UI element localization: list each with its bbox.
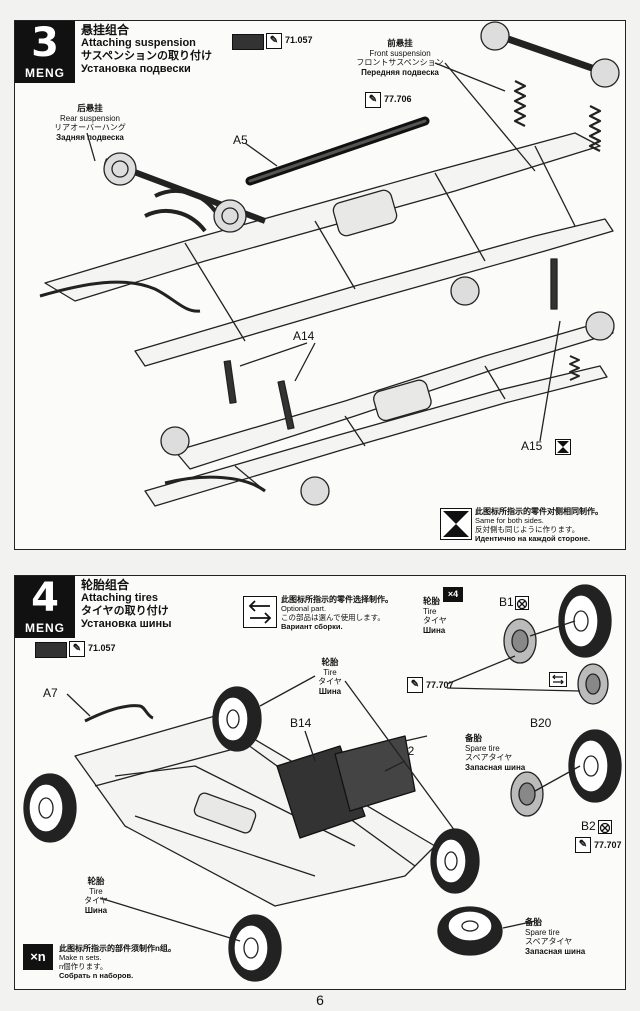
- step-3-title-ru: Установка подвески: [81, 63, 191, 75]
- step-4-number: 4: [31, 575, 59, 621]
- optional-part-small-icon: [549, 672, 567, 687]
- front-suspension-label: 前悬挂 Front suspension フロントサスペンション Передня…: [356, 38, 444, 77]
- step-4-badge: 4 MENG: [15, 576, 75, 638]
- optional-part-icon: [243, 596, 277, 628]
- step-4-brand: MENG: [25, 621, 65, 635]
- step-4-panel: 4 MENG 轮胎组合 Attaching tires タイヤの取り付け Уст…: [14, 575, 626, 990]
- make-n-sets-note: 此图标所指示的部件须制作n组。 Make n sets. n個作ります。 Соб…: [59, 944, 176, 980]
- paint-code-main: 71.057: [285, 35, 313, 45]
- part-label-a14: A14: [293, 329, 315, 343]
- paint-code-wheel-1: 77.707: [426, 680, 454, 690]
- part-label-b20: B20: [530, 716, 552, 730]
- step-4-titles: 轮胎组合 Attaching tires タイヤの取り付け Установка …: [81, 579, 172, 631]
- step-4-title-ru: Установка шины: [81, 618, 172, 630]
- spare-tire-label-top: 备胎 Spare tire スペアタイヤ Запасная шина: [465, 733, 526, 772]
- part-label-a15: A15: [521, 439, 543, 453]
- part-label-b14: B14: [290, 716, 312, 730]
- brush-icon: ✎: [365, 92, 381, 108]
- step-4-title-cn: 轮胎组合: [81, 578, 130, 592]
- step-3-badge: 3 MENG: [15, 21, 75, 83]
- paint-code-wheel-2: 77.707: [594, 840, 622, 850]
- page-number: 6: [316, 992, 324, 1008]
- paint-code-shaft: 77.706: [384, 94, 412, 104]
- tire-label-chassis: 轮胎 Tire タイヤ Шина: [318, 657, 342, 696]
- make-n-sets-icon: ×n: [23, 944, 53, 970]
- rear-suspension-label: 后悬挂 Rear suspension リアオーバーハング Задняя под…: [54, 103, 126, 142]
- paint-swatch: [35, 642, 67, 658]
- step-3-title-cn: 悬挂组合: [81, 23, 130, 37]
- brush-icon: ✎: [69, 641, 85, 657]
- part-label-a7: A7: [43, 686, 58, 700]
- same-both-sides-note: 此图标所指示的零件对侧相同制作。 Same for both sides. 反対…: [475, 507, 603, 543]
- same-both-sides-legend-icon: [440, 508, 472, 540]
- step-3-titles: 悬挂组合 Attaching suspension サスペンションの取り付け У…: [81, 24, 212, 76]
- step-4-title-en: Attaching tires: [81, 592, 159, 604]
- same-both-sides-icon: [555, 439, 571, 455]
- step-4-chassis-illustration: [23, 584, 622, 982]
- glue-free-icon: [598, 820, 612, 834]
- optional-part-note: 此图标所指示的零件选择制作。 Optional part. この部品は選んで使用…: [281, 595, 393, 631]
- step-4-title-jp: タイヤの取り付け: [81, 605, 169, 617]
- step-3-number: 3: [31, 20, 59, 66]
- part-label-a5: A5: [233, 133, 248, 147]
- part-label-b1: B1: [499, 595, 514, 609]
- glue-free-icon: [515, 596, 529, 610]
- brush-icon: ✎: [266, 33, 282, 49]
- step-3-brand: MENG: [25, 66, 65, 80]
- paint-swatch: [232, 34, 264, 50]
- quantity-badge: ×4: [443, 587, 463, 602]
- spare-tire-label-bottom: 备胎 Spare tire スペアタイヤ Запасная шина: [525, 917, 586, 956]
- tire-label-left: 轮胎 Tire タイヤ Шина: [84, 876, 108, 915]
- part-label-b2: B2: [581, 819, 596, 833]
- brush-icon: ✎: [407, 677, 423, 693]
- step-3-title-en: Attaching suspension: [81, 37, 196, 49]
- step-3-chassis-illustration: [39, 21, 620, 507]
- step-3-title-jp: サスペンションの取り付け: [81, 50, 213, 62]
- brush-icon: ✎: [575, 837, 591, 853]
- paint-code-main: 71.057: [88, 643, 116, 653]
- step-3-panel: 3 MENG 悬挂组合 Attaching suspension サスペンション…: [14, 20, 626, 550]
- tire-label-top: 轮胎 Tire タイヤ Шина: [423, 596, 447, 635]
